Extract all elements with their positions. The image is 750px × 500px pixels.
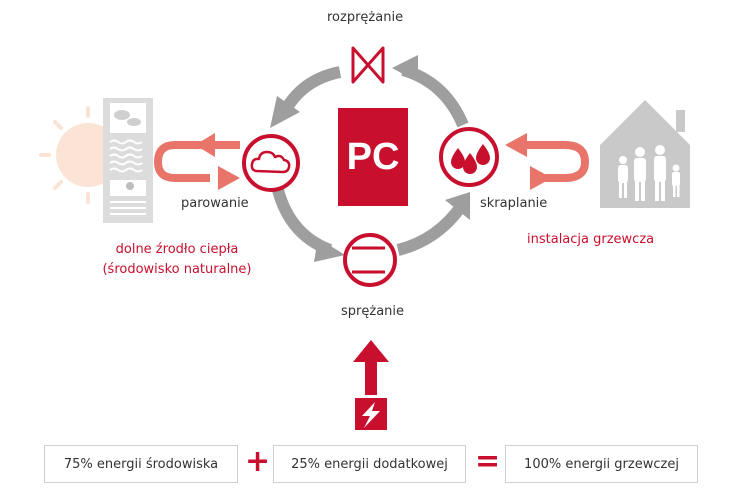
cycle-arrow-head-3 [445,192,470,220]
compressor-icon [343,233,397,287]
nature-column-icon [103,98,153,223]
equation-term-additional: 25% energii dodatkowej [273,445,466,483]
cycle-arrow-head-1 [270,96,300,128]
label-evaporation: parowanie [181,196,249,211]
left-arrow-head-bottom [218,166,240,190]
energy-input-arrow [353,340,389,395]
equation-result: 100% energii grzewczej [505,445,698,483]
house-family-icon [600,100,690,208]
heat-pump-badge: PC [338,108,408,206]
left-arrow-head-top [195,133,215,157]
right-arrow-head-bottom [530,166,552,190]
right-arrow-head-top [505,133,527,157]
drops-icon [439,127,499,187]
heating-installation-label: instalacja grzewcza [527,232,655,247]
plus-sign: + [245,444,271,479]
lightning-icon [355,398,387,430]
label-compression: sprężanie [341,304,405,319]
lower-heat-source-line1: dolne źrodło ciepła [115,242,239,257]
label-condensation: skraplanie [480,196,548,211]
label-expansion: rozprężanie [327,10,404,25]
cycle-arrow-head-4 [392,55,418,82]
equals-sign: = [475,444,501,479]
lower-heat-source-line2: (środowisko naturalne) [102,262,252,277]
equation-term-environment: 75% energii środowiska [44,445,238,483]
expansion-valve-icon [349,44,387,86]
right-heat-exchange-arrows [520,141,590,182]
lower-heat-source-label: dolne źrodło ciepła (środowisko naturaln… [82,240,272,280]
cycle-arrow-head-2 [314,238,345,262]
left-heat-exchange-arrows [153,141,240,182]
cloud-icon [242,134,300,192]
